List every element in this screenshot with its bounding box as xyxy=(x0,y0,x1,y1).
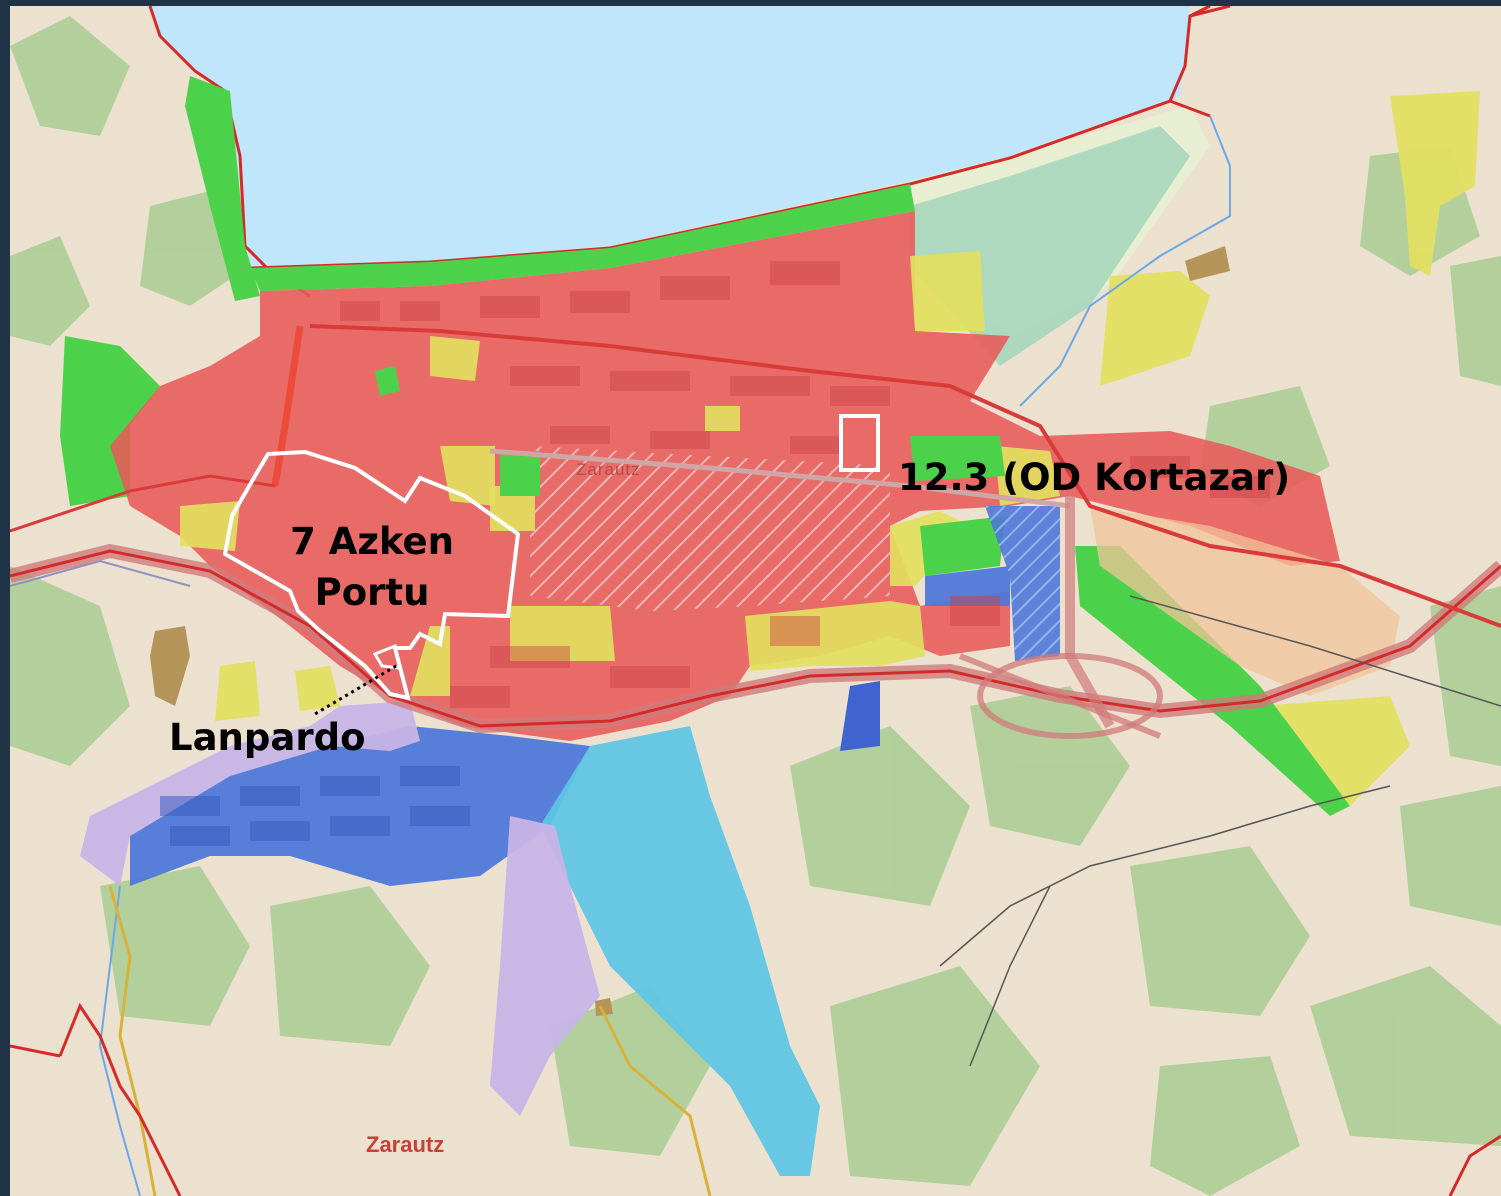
boundary-sw xyxy=(10,1044,61,1058)
basemap-label-town-top: Zarautz xyxy=(576,460,641,479)
basemap-label-town-bottom: Zarautz xyxy=(366,1132,445,1157)
lanpardo-outline[interactable] xyxy=(372,643,402,670)
azken-portu-outline[interactable] xyxy=(222,449,521,701)
industrial-south xyxy=(130,726,590,886)
green-coastal-strip xyxy=(250,184,915,291)
coast-boundary-east xyxy=(249,6,1211,270)
interchange xyxy=(958,653,1163,739)
label-azken-portu-line1: 7 Azken xyxy=(290,520,454,563)
label-azken-portu: 7 Azken Portu xyxy=(272,516,472,618)
label-kortazar: 12.3 (OD Kortazar) xyxy=(898,456,1291,499)
rivers xyxy=(98,115,1231,1196)
industrial-blocks xyxy=(160,766,470,846)
roads xyxy=(10,324,1501,1067)
boundary-south xyxy=(58,1002,182,1196)
sea xyxy=(150,6,1190,266)
building-blocks xyxy=(340,261,1270,708)
peach-zone-east xyxy=(1090,506,1400,696)
brown-patches xyxy=(150,246,1230,1016)
boundary-se xyxy=(1448,1134,1501,1196)
forest-patches xyxy=(10,16,1501,1196)
kortazar-outline[interactable] xyxy=(839,414,880,472)
label-azken-portu-line2: Portu xyxy=(314,571,430,614)
green-west-strip xyxy=(185,76,260,301)
equipment-zones xyxy=(80,701,600,1116)
hatched-zone-center xyxy=(530,446,890,611)
yellow-road-south xyxy=(108,885,712,1196)
green-zones xyxy=(375,366,1350,816)
industrial-zones xyxy=(130,506,1060,886)
map-canvas xyxy=(10,6,1501,1196)
lanpardo-leader-line xyxy=(314,664,397,716)
boundary-east xyxy=(1169,6,1231,118)
zoning-map[interactable]: Zarautz Zarautz 7 Azken Portu 12.3 (OD K… xyxy=(10,6,1501,1196)
cyan-zone xyxy=(540,726,820,1176)
green-west-park xyxy=(60,336,160,506)
label-lanpardo: Lanpardo xyxy=(169,716,366,759)
